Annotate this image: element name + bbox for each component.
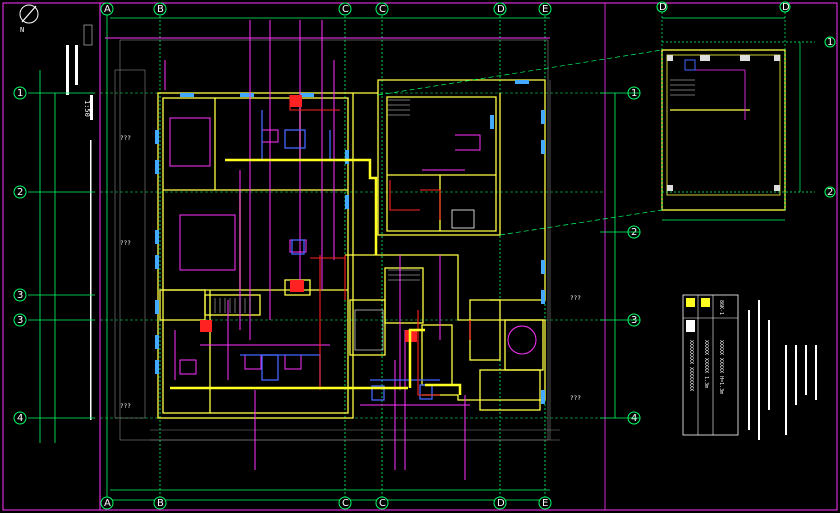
grid-bubbles-bottom: A B C C D E — [100, 496, 552, 510]
north-arrow-icon: N — [19, 4, 39, 34]
svg-text:D: D — [659, 2, 667, 13]
svg-text:C: C — [342, 4, 349, 15]
svg-text:1:50: 1:50 — [83, 100, 91, 117]
svg-text:B: B — [157, 498, 164, 509]
notes-block — [748, 300, 817, 440]
svg-text:D: D — [782, 2, 790, 13]
red-pipes — [200, 95, 471, 396]
svg-text:1: 1 — [827, 37, 833, 48]
svg-text:86K-1: 86K-1 — [718, 300, 724, 315]
grid-bubbles-left: 1 2 3 3 4 — [13, 86, 27, 425]
svg-text:2: 2 — [631, 227, 637, 238]
svg-text:A: A — [104, 4, 111, 15]
svg-text:D: D — [497, 4, 505, 15]
svg-text:1: 1 — [631, 88, 637, 99]
magenta-pipes — [105, 20, 550, 480]
equipment-box — [451, 209, 475, 229]
svg-text:3: 3 — [17, 290, 23, 301]
svg-text:???: ??? — [120, 403, 131, 410]
svg-text:D: D — [497, 498, 505, 509]
svg-text:XXXXX XXXXX 1.3m: XXXXX XXXXX 1.3m — [703, 340, 709, 388]
svg-text:2: 2 — [827, 187, 833, 198]
svg-text:E: E — [542, 4, 548, 15]
detail-view: D D 1 2 — [656, 1, 836, 221]
grid-bubbles-right: 1 2 3 4 — [627, 86, 641, 425]
svg-text:3: 3 — [17, 315, 23, 326]
elevator — [354, 309, 384, 351]
svg-text:???: ??? — [120, 240, 131, 247]
svg-text:A: A — [104, 498, 111, 509]
svg-text:C: C — [379, 498, 386, 509]
outer-lines — [114, 39, 560, 441]
left-dimensions — [28, 70, 95, 443]
detail-callout — [377, 49, 663, 236]
right-dimensions — [600, 92, 640, 419]
svg-text:B: B — [157, 4, 164, 15]
svg-text:C: C — [379, 4, 386, 15]
svg-text:2: 2 — [17, 187, 23, 198]
svg-text:3: 3 — [631, 315, 637, 326]
svg-text:???: ??? — [570, 395, 581, 402]
svg-text:N: N — [20, 26, 24, 34]
stairs — [214, 99, 420, 313]
legend-table: XXXXXXXX XXXXXXXX XXXXX XXXXX 1.3m XXXXX… — [682, 294, 739, 436]
svg-text:4: 4 — [631, 413, 637, 424]
svg-text:E: E — [542, 498, 548, 509]
svg-text:???: ??? — [570, 295, 581, 302]
svg-text:1: 1 — [17, 88, 23, 99]
room-tags: ??? ??? ??? ??? ??? — [120, 135, 581, 410]
windows — [155, 80, 545, 404]
svg-text:C: C — [342, 498, 349, 509]
round-fixture — [507, 325, 537, 355]
svg-text:???: ??? — [120, 135, 131, 142]
title-block-left: 1:50 — [66, 24, 93, 420]
top-dimensions — [106, 12, 550, 505]
legend-row: XXXXXXXX XXXXXXXX XXXXX XXXXX 1.3m XXXXX… — [688, 300, 724, 394]
svg-text:4: 4 — [17, 413, 23, 424]
grid-bubbles-top: A B C C D E — [100, 2, 552, 16]
svg-text:XXXXXXXX XXXXXXXX: XXXXXXXX XXXXXXXX — [688, 340, 694, 391]
svg-text:XXXXX XXXXX H=1.3m: XXXXX XXXXX H=1.3m — [718, 340, 724, 394]
main-cable — [170, 158, 462, 395]
building-walls — [157, 79, 546, 419]
